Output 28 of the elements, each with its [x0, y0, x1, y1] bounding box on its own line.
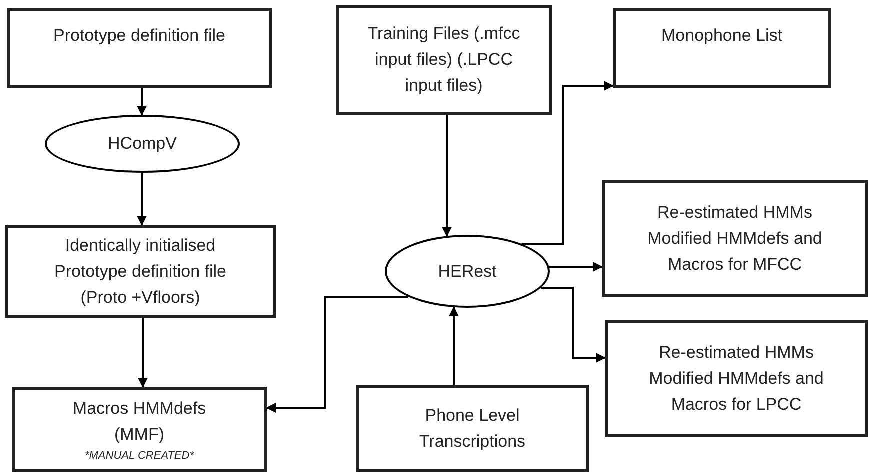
file-box [336, 5, 552, 115]
file-box [605, 320, 868, 437]
arrow [137, 88, 147, 116]
arrow [541, 287, 606, 363]
node-text: Phone Level Transcriptions [418, 404, 527, 452]
node-note: *MANUAL CREATED* [84, 448, 194, 464]
node-text: Training Files (.mfcc input files) (.LPCC input files) [366, 23, 522, 97]
node-text: Prototype definition file [54, 25, 226, 47]
file-box [5, 225, 276, 318]
node-text: HERest [438, 260, 497, 282]
arrow [522, 81, 614, 245]
file-box [356, 385, 589, 472]
file-box [7, 8, 272, 88]
file-box [12, 387, 267, 472]
arrow [549, 262, 603, 272]
node-text: Re-estimated HMMs Modified HMMdefs and Macros for MFCC [646, 202, 824, 276]
arrow [449, 306, 459, 385]
node-text: Macros HMMdefs (MMF) [72, 398, 208, 446]
node-text: Monophone List [662, 25, 782, 47]
arrow [442, 115, 452, 238]
arrow [138, 318, 148, 388]
arrow [266, 296, 408, 413]
file-box [613, 8, 831, 88]
file-box [602, 180, 868, 297]
node-text: HCompV [108, 133, 177, 155]
node-text: Re-estimated HMMs Modified HMMdefs and Macros for LPCC [648, 342, 825, 416]
node-text: Identically initialised Prototype definition file (Proto +Vfloors) [54, 234, 228, 308]
arrow [137, 173, 147, 226]
